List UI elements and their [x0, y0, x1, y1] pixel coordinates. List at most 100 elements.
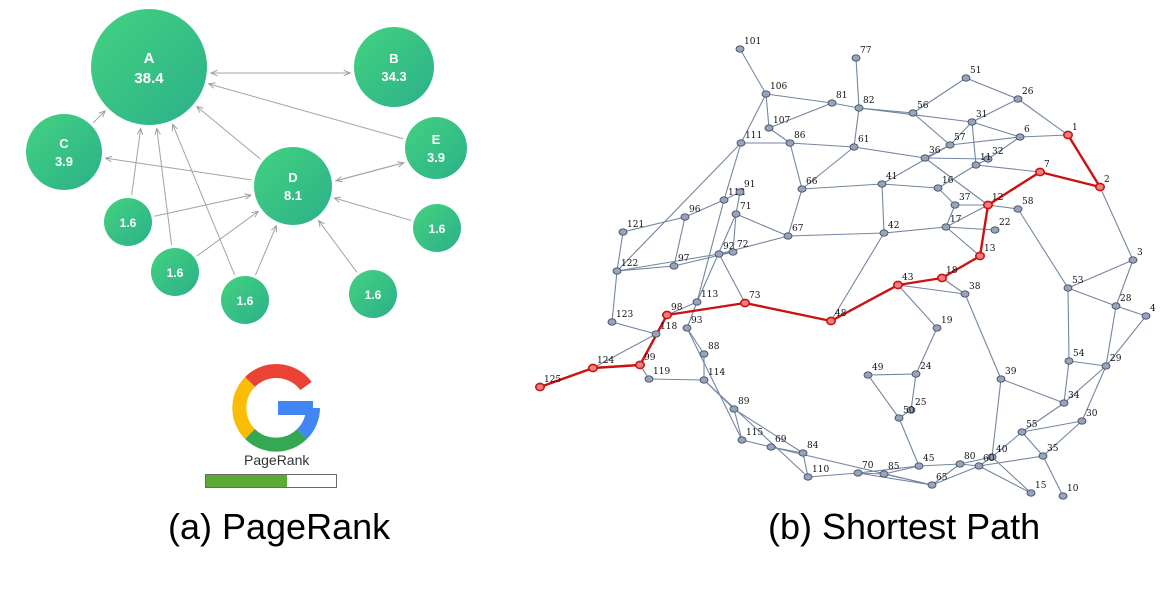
pagerank-progress-fill [206, 475, 287, 487]
graph-node-73: 73 [739, 291, 761, 308]
graph-node-label: 15 [1035, 481, 1047, 491]
graph-edge-30-55 [1021, 420, 1083, 433]
pagerank-edge-p4-D [319, 221, 358, 273]
graph-edge-42-48 [830, 232, 885, 322]
pagerank-node-value: 3.9 [55, 154, 73, 169]
graph-node-label: 48 [835, 309, 847, 319]
graph-node-label: 77 [860, 46, 872, 56]
graph-edge-3-53 [1067, 259, 1134, 289]
graph-node-25: 25 [906, 398, 927, 414]
graph-edge-50-45 [898, 417, 920, 467]
graph-edge-35-60 [978, 455, 1044, 467]
graph-node-label: 18 [946, 266, 958, 276]
graph-node-label: 34 [1068, 391, 1080, 401]
graph-node-marker [728, 248, 738, 256]
pagerank-node-name: E [432, 132, 441, 147]
graph-edge-114-110 [703, 379, 809, 478]
graph-node-19: 19 [932, 316, 953, 332]
graph-node-label: 113 [701, 290, 718, 300]
graph-node-93: 93 [682, 316, 703, 332]
graph-node-24: 24 [911, 362, 932, 378]
graph-edge-28-4 [1115, 305, 1147, 317]
graph-edge-119-114 [648, 378, 705, 381]
graph-edge-80-65 [931, 463, 961, 486]
pagerank-node-circle [405, 117, 467, 179]
graph-node-label: 2 [1104, 175, 1110, 185]
graph-node-label: 72 [737, 240, 748, 250]
graph-edge-53-28 [1067, 287, 1117, 307]
pagerank-node-value: 38.4 [134, 70, 164, 87]
graph-edge-43-38 [897, 284, 966, 295]
graph-node-label: 57 [954, 133, 966, 143]
pagerank-node-value: 34.3 [381, 69, 406, 84]
pagerank-node-p4: 1.6 [349, 270, 397, 318]
graph-node-113: 113 [692, 290, 718, 306]
graph-edge-69-115 [741, 439, 772, 448]
graph-node-marker [731, 210, 741, 218]
graph-edge-113-112 [696, 199, 725, 303]
graph-edge-91-71 [735, 191, 741, 215]
graph-node-label: 97 [678, 254, 690, 264]
pagerank-node-value: 1.6 [237, 294, 254, 308]
graph-node-marker [761, 90, 771, 98]
shortest-path [539, 134, 1102, 389]
graph-node-label: 111 [745, 131, 762, 141]
pagerank-node-p1: 1.6 [104, 198, 152, 246]
graph-edge-101-106 [739, 48, 767, 95]
graph-node-marker [692, 298, 702, 306]
path-node-marker [936, 273, 947, 283]
graph-node-label: 49 [872, 363, 884, 373]
graph-edge-73-92 [718, 253, 746, 304]
pagerank-logo-label: PageRank [244, 452, 310, 468]
graph-node-marker [1064, 357, 1074, 365]
graph-edge-60-15 [978, 465, 1032, 494]
graph-edge-39-40 [991, 378, 1002, 458]
graph-node-label: 124 [597, 356, 614, 366]
pagerank-edge-C-A [92, 111, 105, 124]
pagerank-node-circle [254, 147, 332, 225]
graph-node-88: 88 [699, 342, 720, 358]
graph-node-marker [960, 290, 970, 298]
path-node-marker [892, 280, 903, 290]
graph-node-label: 26 [1022, 87, 1034, 97]
graph-node-marker [644, 375, 654, 383]
graph-node-29: 29 [1101, 354, 1122, 370]
graph-node-marker [699, 350, 709, 358]
graph-node-label: 25 [915, 398, 927, 408]
pagerank-node-value: 1.6 [167, 266, 184, 280]
graph-node-111: 111 [736, 131, 762, 147]
graph-node-marker [798, 449, 808, 457]
graph-edge-89-84 [733, 408, 804, 454]
pagerank-edge-p3-D [255, 226, 276, 276]
graph-node-marker [1038, 452, 1048, 460]
pagerank-node-value: 1.6 [365, 288, 382, 302]
graph-node-marker [682, 324, 692, 332]
graph-edge-88-93 [686, 327, 705, 355]
graph-edge-36-12 [924, 157, 989, 206]
graph-node-label: 39 [1005, 367, 1017, 377]
pagerank-edge-D-C [106, 158, 252, 181]
graph-edge-51-26 [965, 77, 1019, 100]
graph-node-label: 17 [950, 215, 962, 225]
graph-node-123: 123 [607, 310, 633, 326]
graph-node-label: 28 [1120, 294, 1132, 304]
pagerank-node-p2: 1.6 [151, 248, 199, 296]
graph-node-22: 22 [990, 218, 1010, 234]
graph-node-label: 98 [671, 303, 683, 313]
graph-node-marker [764, 124, 774, 132]
graph-node-17: 17 [941, 215, 962, 231]
graph-edge-107-81 [768, 102, 833, 129]
graph-edge-11-7 [975, 164, 1041, 173]
graph-node-49: 49 [863, 363, 884, 379]
pagerank-node-name: B [389, 51, 398, 66]
graph-node-37: 37 [950, 193, 971, 209]
pagerank-node-circle [413, 204, 461, 252]
graph-edge-55-35 [1021, 431, 1044, 457]
graph-node-97: 97 [669, 254, 690, 270]
graph-edge-111-122 [616, 142, 742, 272]
graph-node-label: 122 [621, 259, 638, 269]
graph-node-marker [1059, 399, 1069, 407]
graph-edge-58-53 [1017, 208, 1069, 289]
graph-edge-40-15 [991, 456, 1032, 494]
